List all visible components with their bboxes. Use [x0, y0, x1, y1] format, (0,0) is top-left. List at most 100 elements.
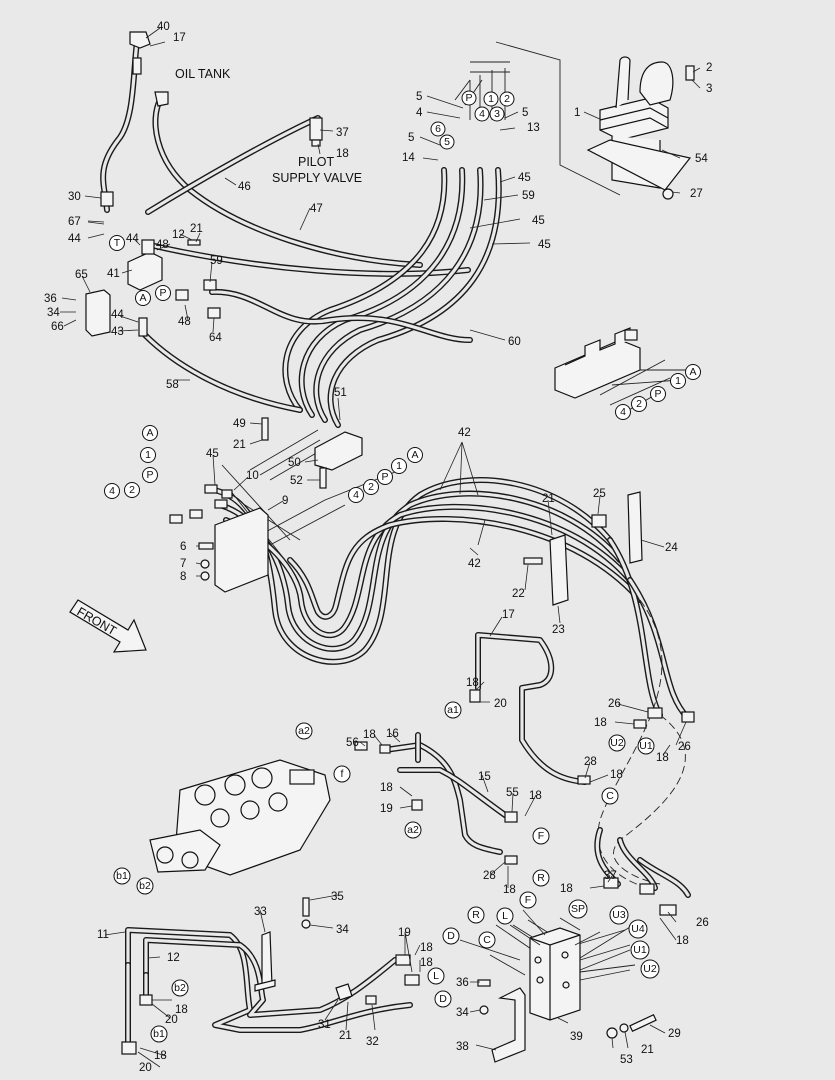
pn-label: 9	[282, 495, 288, 507]
callout: F	[532, 827, 550, 845]
callout: b1	[113, 867, 131, 885]
svg-text:2: 2	[368, 481, 374, 493]
svg-text:P: P	[381, 471, 388, 483]
callout: 1	[483, 91, 499, 107]
bolt-21a	[187, 239, 201, 246]
callout: P	[155, 285, 171, 301]
fitting-28a	[504, 855, 518, 865]
callout: 1	[670, 373, 686, 389]
pn-label: 18	[610, 769, 623, 781]
callout: T	[109, 235, 125, 251]
svg-text:2: 2	[504, 93, 510, 105]
circled-callouts: T P A 6 5 P 4 1 3 2 A 1 P 2 4 A 1 P 2 4 …	[104, 90, 701, 1043]
pn-label: 58	[166, 379, 179, 391]
svg-text:U2: U2	[610, 737, 624, 749]
fitting-37b	[639, 883, 655, 895]
pn-label: 18	[420, 942, 433, 954]
fitting-40	[132, 57, 142, 75]
pn-label: 18	[420, 957, 433, 969]
bracket-65	[85, 289, 111, 337]
svg-text:1: 1	[145, 449, 151, 461]
svg-text:f: f	[341, 768, 344, 780]
pn-label: 44	[126, 233, 139, 245]
svg-text:6: 6	[435, 123, 441, 135]
pn-label: 38	[456, 1041, 469, 1053]
callout: P	[377, 469, 393, 485]
pilot-valve-joystick	[586, 56, 695, 200]
pn-label: 64	[209, 332, 222, 344]
note-oil-tank: OIL TANK	[175, 67, 231, 81]
pn-label: 18	[336, 148, 349, 160]
svg-text:a2: a2	[298, 725, 310, 737]
pn-label: 60	[508, 336, 521, 348]
svg-text:F: F	[525, 894, 531, 906]
pn-label: 21	[339, 1030, 352, 1042]
callout: U4	[628, 919, 648, 939]
clamp-24	[627, 491, 643, 564]
clamp-block-top	[554, 327, 641, 399]
callout: U1	[637, 737, 655, 755]
pn-label: 35	[331, 891, 344, 903]
fitting-56	[354, 741, 368, 751]
pn-label: 66	[51, 321, 64, 333]
washer-21	[619, 1023, 629, 1033]
svg-text:2: 2	[636, 398, 642, 410]
pn-label: 26	[678, 741, 691, 753]
pn-label: 19	[380, 803, 393, 815]
svg-text:D: D	[439, 993, 447, 1005]
pn-label: 55	[506, 787, 519, 799]
svg-text:b2: b2	[139, 880, 151, 892]
bolt-36	[477, 979, 491, 987]
svg-text:F: F	[538, 830, 544, 842]
pn-label: 20	[494, 698, 507, 710]
bolt-32	[365, 995, 377, 1005]
svg-text:L: L	[433, 970, 439, 982]
pn-label: 53	[620, 1054, 633, 1066]
svg-text:b2: b2	[174, 982, 186, 994]
pn-label: 18	[175, 1004, 188, 1016]
washer-34	[301, 919, 311, 929]
pn-label: 20	[139, 1062, 152, 1074]
callout: F	[519, 891, 537, 909]
bracket-38	[491, 987, 526, 1063]
leader-lines	[60, 27, 701, 1068]
callout: 4	[474, 106, 490, 122]
callout: 1	[391, 458, 407, 474]
fitting-26c	[659, 904, 677, 916]
svg-text:A: A	[411, 449, 418, 461]
fitting-48b	[175, 289, 189, 301]
pn-label: 31	[318, 1019, 331, 1031]
pn-label: 43	[111, 326, 124, 338]
pn-label: 6	[180, 541, 186, 553]
fitting-30	[100, 191, 114, 207]
bolt-29	[629, 1013, 657, 1033]
pn-label: 15	[478, 771, 491, 783]
pn-label: 5	[522, 107, 528, 119]
callout: 2	[499, 91, 515, 107]
pn-label: 45	[518, 172, 531, 184]
pn-label: 18	[529, 790, 542, 802]
svg-text:2: 2	[129, 484, 135, 496]
pn-label: 11	[97, 929, 109, 941]
svg-text:R: R	[472, 909, 480, 921]
bolt-49	[261, 417, 269, 441]
elbow-40	[129, 31, 151, 49]
svg-text:4: 4	[353, 489, 359, 501]
hose-right-dash-1	[597, 599, 663, 889]
washer-7	[200, 559, 210, 569]
pn-label: 17	[502, 609, 515, 621]
pn-label: 34	[456, 1007, 469, 1019]
hose-right-dash-2	[613, 714, 686, 885]
pn-label: 45	[538, 239, 551, 251]
callout: b1	[150, 1025, 168, 1043]
pn-label: 18	[656, 752, 669, 764]
fitting-26b	[681, 711, 695, 723]
svg-text:1: 1	[488, 93, 494, 105]
pn-label: 25	[593, 488, 606, 500]
svg-text:A: A	[146, 427, 153, 439]
bracket-33	[261, 931, 273, 989]
pn-label: 1	[574, 107, 580, 119]
pn-label: 41	[107, 268, 120, 280]
svg-text:A: A	[139, 292, 146, 304]
